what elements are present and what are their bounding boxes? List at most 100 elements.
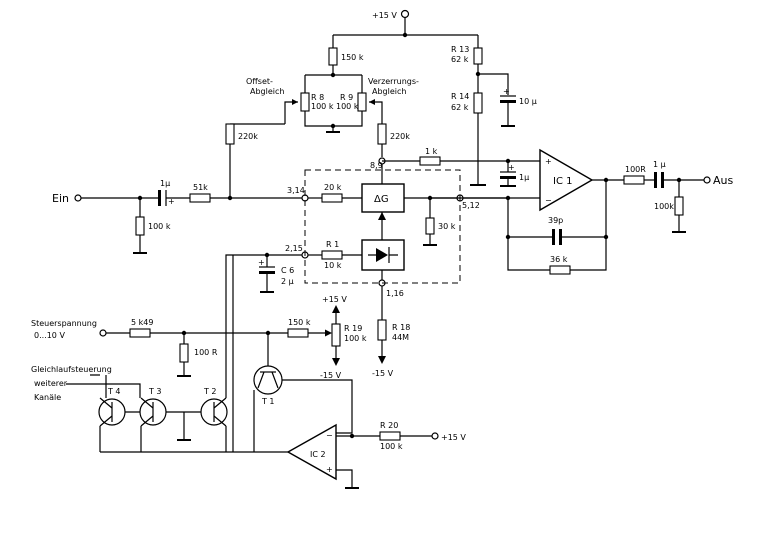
potentiometer-r19 <box>331 323 341 347</box>
input-terminal <box>74 194 82 202</box>
wire <box>478 73 509 95</box>
ic2-label: IC 2 <box>310 450 326 459</box>
wire <box>570 237 607 271</box>
label-20k: 20 k <box>324 183 342 192</box>
arrow-down <box>378 356 386 364</box>
junction-dot <box>349 433 355 439</box>
c6-name: C 6 <box>281 266 294 275</box>
t1-leads <box>257 371 279 389</box>
label-220k-left: 220k <box>238 132 258 141</box>
offset-label-2: Abgleich <box>250 87 284 96</box>
resistor-220k-right <box>377 123 387 145</box>
resistor-5k49 <box>129 328 151 338</box>
cap-plus: + <box>168 197 175 206</box>
node-label-8-9: 8,9 <box>370 161 383 170</box>
potentiometer-r9 <box>357 92 367 112</box>
t4-label: T 4 <box>107 387 121 396</box>
label-36k: 36 k <box>550 255 568 264</box>
node-label-5-12: 5,12 <box>462 201 480 210</box>
arrow-down <box>332 358 340 366</box>
wire <box>90 374 107 398</box>
capacitor-plate <box>559 229 562 245</box>
capacitor-plate <box>654 172 657 188</box>
node-label-1-16: 1,16 <box>386 289 404 298</box>
resistor-r1 <box>321 250 343 260</box>
junction-dot <box>330 123 336 129</box>
dg-label: ΔG <box>374 194 389 205</box>
cap-plus: + <box>508 163 515 172</box>
r18-name: R 18 <box>392 323 410 332</box>
label-p15-b: +15 V <box>441 433 466 442</box>
transistor-t1 <box>253 365 283 395</box>
r18-value: 44M <box>392 333 409 342</box>
wire <box>304 111 363 127</box>
supply-terminal-top <box>400 9 410 19</box>
cap-plus: + <box>503 87 510 96</box>
resistor-1k <box>419 156 441 166</box>
wiper-arrow <box>292 99 298 105</box>
t2-label: T 2 <box>203 387 217 396</box>
r14-value: 62 k <box>451 103 469 112</box>
resistor-30k <box>425 217 435 235</box>
wire <box>284 101 298 124</box>
terminal-p15-b <box>431 432 439 440</box>
wire <box>369 101 383 124</box>
junction-dot <box>227 195 233 201</box>
capacitor-plate <box>661 172 664 188</box>
junction-dot <box>475 71 481 77</box>
t1-label: T 1 <box>261 397 275 406</box>
r9-value: 100 k <box>336 102 359 111</box>
c6-value: 2 µ <box>281 277 294 286</box>
junction-dot <box>402 32 408 38</box>
r19-value: 100 k <box>344 334 367 343</box>
r8-name: R 8 <box>311 93 324 102</box>
output-label: Aus <box>713 174 733 187</box>
more-channels-2: Kanäle <box>34 393 61 402</box>
label-1u-out: 1 µ <box>653 160 666 169</box>
resistor-51k <box>189 193 211 203</box>
r14-name: R 14 <box>451 92 469 101</box>
potentiometer-r8 <box>300 92 310 112</box>
more-channels-1: weiterer <box>34 379 68 388</box>
control-label: Steuerspannung <box>31 319 97 328</box>
wire <box>507 198 550 271</box>
resistor-36k <box>549 265 571 275</box>
resistor-r13 <box>473 47 483 65</box>
ic2-plus: + <box>326 465 333 474</box>
arrow-up <box>332 305 340 313</box>
t4-leads <box>99 397 113 427</box>
resistor-150k-top <box>328 47 338 66</box>
label-150k-top: 150 k <box>341 53 364 62</box>
t3-label: T 3 <box>148 387 162 396</box>
wiper-arrow <box>325 329 332 337</box>
wiper-arrow <box>369 99 375 105</box>
capacitor-plate <box>158 190 161 206</box>
opamp-ic2 <box>286 423 337 481</box>
capacitor-plate <box>500 100 516 103</box>
node-label-2-15: 2,15 <box>285 244 303 253</box>
label-30k: 30 k <box>438 222 456 231</box>
supply-top-label: +15 V <box>372 11 397 20</box>
resistor-20k <box>321 193 343 203</box>
label-100R-ctrl: 100 R <box>194 348 218 357</box>
t3-leads <box>140 397 154 427</box>
capacitor-plate <box>552 229 555 245</box>
label-100R-out: 100R <box>625 165 646 174</box>
cap-plus: + <box>258 258 265 267</box>
resistor-r18 <box>377 319 387 341</box>
capacitor-plate <box>259 271 275 274</box>
junction-dot <box>330 72 336 78</box>
r20-value: 100 k <box>380 442 403 451</box>
r13-value: 62 k <box>451 55 469 64</box>
label-51k: 51k <box>193 183 208 192</box>
label-10u: 10 µ <box>519 97 537 106</box>
r1-name: R 1 <box>326 240 339 249</box>
r9-name: R 9 <box>340 93 353 102</box>
resistor-r14 <box>473 92 483 114</box>
r8-value: 100 k <box>311 102 334 111</box>
control-terminal <box>99 329 107 337</box>
resistor-100R-out <box>623 175 645 185</box>
resistor-100k-out <box>674 196 684 216</box>
node-label-3-14: 3,14 <box>287 186 305 195</box>
label-100k-in: 100 k <box>148 222 171 231</box>
